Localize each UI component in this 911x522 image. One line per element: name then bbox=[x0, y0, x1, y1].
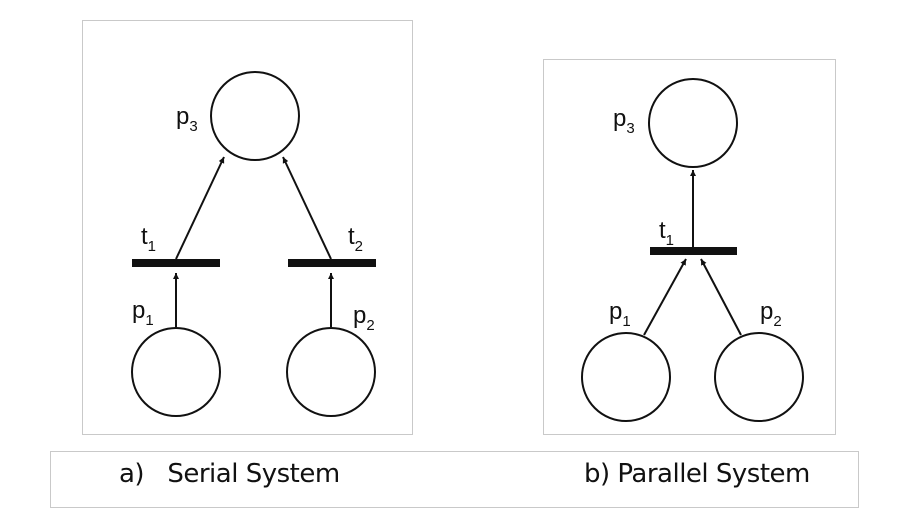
serial-arc-t2-p3 bbox=[282, 156, 332, 260]
parallel-label-p2: p2 bbox=[760, 298, 782, 330]
caption-bar bbox=[50, 451, 859, 508]
serial-net: p3 p1 p2 t1 t2 bbox=[131, 71, 376, 417]
serial-transition-t2 bbox=[288, 259, 376, 267]
parallel-place-p2 bbox=[714, 332, 804, 422]
serial-place-p3 bbox=[210, 71, 300, 161]
parallel-net: p3 p1 p2 t1 bbox=[581, 78, 804, 422]
serial-label-p2: p2 bbox=[353, 302, 375, 334]
serial-label-p3: p3 bbox=[176, 103, 198, 135]
serial-system-caption: a) Serial System bbox=[119, 459, 340, 489]
serial-arc-t1-p3 bbox=[175, 156, 225, 260]
parallel-arc-p2-t1 bbox=[700, 258, 742, 336]
parallel-system-caption: b) Parallel System bbox=[584, 459, 810, 489]
parallel-arc-p1-t1 bbox=[643, 258, 687, 336]
serial-transition-t1 bbox=[132, 259, 220, 267]
parallel-transition-t1 bbox=[650, 247, 737, 255]
serial-label-t2: t2 bbox=[348, 223, 363, 255]
parallel-label-p3: p3 bbox=[613, 105, 635, 137]
serial-place-p2 bbox=[286, 327, 376, 417]
serial-label-t1: t1 bbox=[141, 223, 156, 255]
parallel-place-p3 bbox=[648, 78, 738, 168]
parallel-label-p1: p1 bbox=[609, 298, 631, 330]
serial-place-p1 bbox=[131, 327, 221, 417]
parallel-place-p1 bbox=[581, 332, 671, 422]
parallel-label-t1: t1 bbox=[659, 217, 674, 249]
serial-label-p1: p1 bbox=[132, 297, 154, 329]
